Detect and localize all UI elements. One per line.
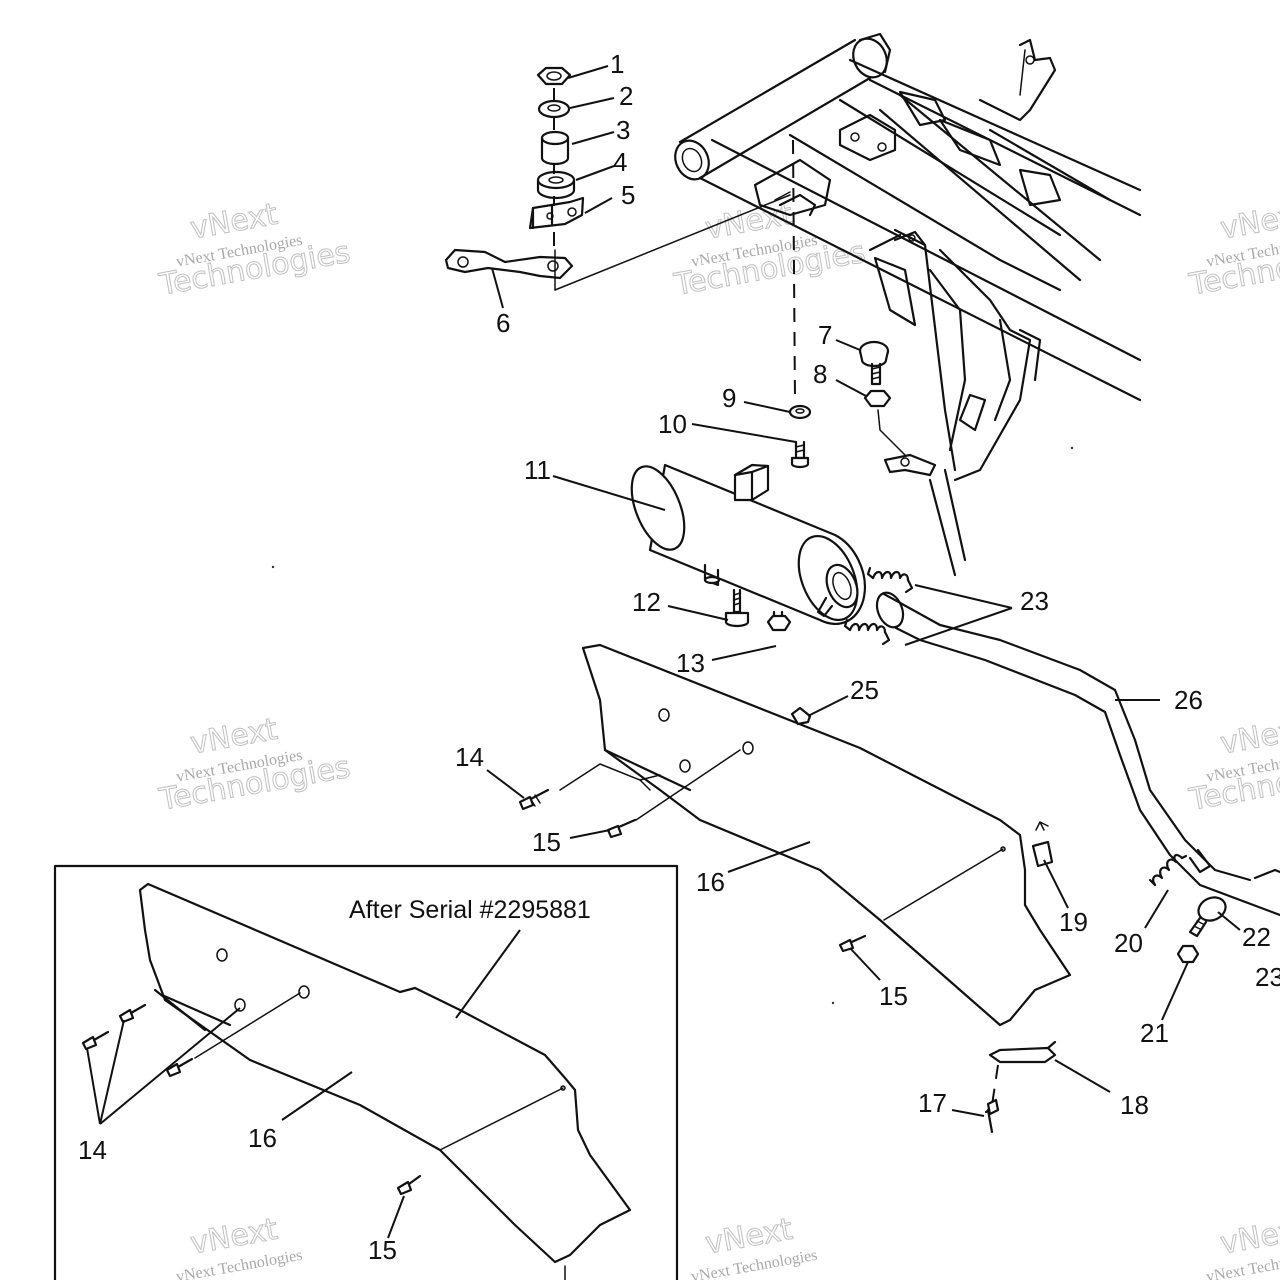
callout-13: 13 bbox=[676, 648, 705, 678]
clip-part-25 bbox=[790, 706, 812, 726]
callout-16: 16 bbox=[696, 867, 725, 897]
callout-12: 12 bbox=[632, 587, 661, 617]
nut-part-8 bbox=[863, 389, 892, 408]
callout-19: 19 bbox=[1059, 907, 1088, 937]
callout-15-upper: 15 bbox=[532, 827, 561, 857]
spring-part-20 bbox=[1152, 853, 1184, 887]
leader-lines bbox=[86, 65, 1241, 1239]
muffler-lower-hardware bbox=[724, 588, 792, 632]
header-pipe-part-26 bbox=[875, 591, 1280, 917]
callout-22: 22 bbox=[1242, 922, 1271, 952]
callout-labels: 1 2 3 4 5 6 7 8 9 10 11 12 13 23 25 26 1… bbox=[78, 49, 1280, 1265]
callout-5: 5 bbox=[621, 180, 635, 210]
callout-26: 26 bbox=[1174, 685, 1203, 715]
watermark-top-right: vNext vNext Technologies Technologies bbox=[1186, 196, 1280, 303]
callout-18: 18 bbox=[1120, 1090, 1149, 1120]
callout-15-lower: 15 bbox=[879, 981, 908, 1011]
frame-bolt-group bbox=[858, 340, 906, 456]
strap-bracket-part-6 bbox=[444, 248, 574, 280]
inset-callout-15: 15 bbox=[368, 1235, 397, 1265]
mount-centerline bbox=[792, 139, 796, 401]
callout-2: 2 bbox=[619, 81, 633, 111]
callout-10: 10 bbox=[658, 409, 687, 439]
watermark-top-left: vNext vNext Technologies Technologies bbox=[156, 196, 354, 303]
muffler-part-11 bbox=[630, 463, 866, 625]
callout-8: 8 bbox=[813, 359, 827, 389]
bolt-part-12 bbox=[724, 611, 750, 628]
inset-after-serial bbox=[53, 864, 679, 1280]
nut-part-13 bbox=[766, 614, 792, 632]
vehicle-frame bbox=[674, 32, 1142, 577]
bolt-part-10 bbox=[790, 456, 810, 469]
inset-title: After Serial #2295881 bbox=[349, 896, 591, 924]
callout-23-right: 23 bbox=[1255, 962, 1280, 992]
svg-text:vNext: vNext bbox=[1218, 712, 1280, 762]
callout-4: 4 bbox=[613, 147, 627, 177]
nut-part-1 bbox=[536, 66, 572, 86]
heat-shield-part-16 bbox=[581, 643, 1072, 1027]
screw-part-14 bbox=[518, 763, 661, 811]
callout-1: 1 bbox=[610, 49, 624, 79]
callout-14: 14 bbox=[455, 742, 484, 772]
mount-hardware-stack bbox=[444, 66, 791, 291]
svg-text:vNext: vNext bbox=[1218, 1212, 1280, 1262]
svg-text:vNext: vNext bbox=[1218, 197, 1280, 247]
right-hardware bbox=[1148, 853, 1227, 964]
nut-part-21 bbox=[1176, 944, 1200, 964]
callout-9: 9 bbox=[722, 383, 736, 413]
watermark-bottom-right: vNext vNext Technologies bbox=[1205, 1211, 1280, 1280]
bracket-part-5 bbox=[528, 196, 585, 230]
callout-25: 25 bbox=[850, 675, 879, 705]
callout-11: 11 bbox=[524, 455, 551, 485]
callout-3: 3 bbox=[616, 115, 630, 145]
watermark-bottom-center: vNext vNext Technologies bbox=[690, 1211, 819, 1280]
callout-21: 21 bbox=[1140, 1018, 1169, 1048]
watermark-mid-left: vNext vNext Technologies Technologies bbox=[156, 711, 354, 818]
washer-part-2 bbox=[537, 99, 571, 119]
callout-7: 7 bbox=[818, 320, 832, 350]
callout-23: 23 bbox=[1020, 586, 1049, 616]
washer-part-9 bbox=[788, 404, 812, 420]
scan-specks bbox=[271, 446, 1074, 1005]
callout-6: 6 bbox=[496, 308, 510, 338]
bolt-head-part-22 bbox=[1197, 896, 1227, 922]
watermark-bottom-left: vNext vNext Technologies bbox=[175, 1211, 304, 1280]
callout-20: 20 bbox=[1114, 928, 1143, 958]
bracket-part-18 bbox=[984, 1040, 1057, 1134]
inset-callout-16: 16 bbox=[248, 1123, 277, 1153]
muffler-mount-hardware bbox=[788, 404, 812, 469]
watermark-mid-right: vNext vNext Technologies Technologies bbox=[1186, 711, 1280, 818]
callout-17: 17 bbox=[918, 1088, 947, 1118]
screw-part-15-left bbox=[606, 749, 741, 839]
springs-part-23 bbox=[843, 566, 914, 646]
clip-part-19 bbox=[1031, 821, 1054, 868]
inset-callout-14: 14 bbox=[78, 1135, 107, 1165]
